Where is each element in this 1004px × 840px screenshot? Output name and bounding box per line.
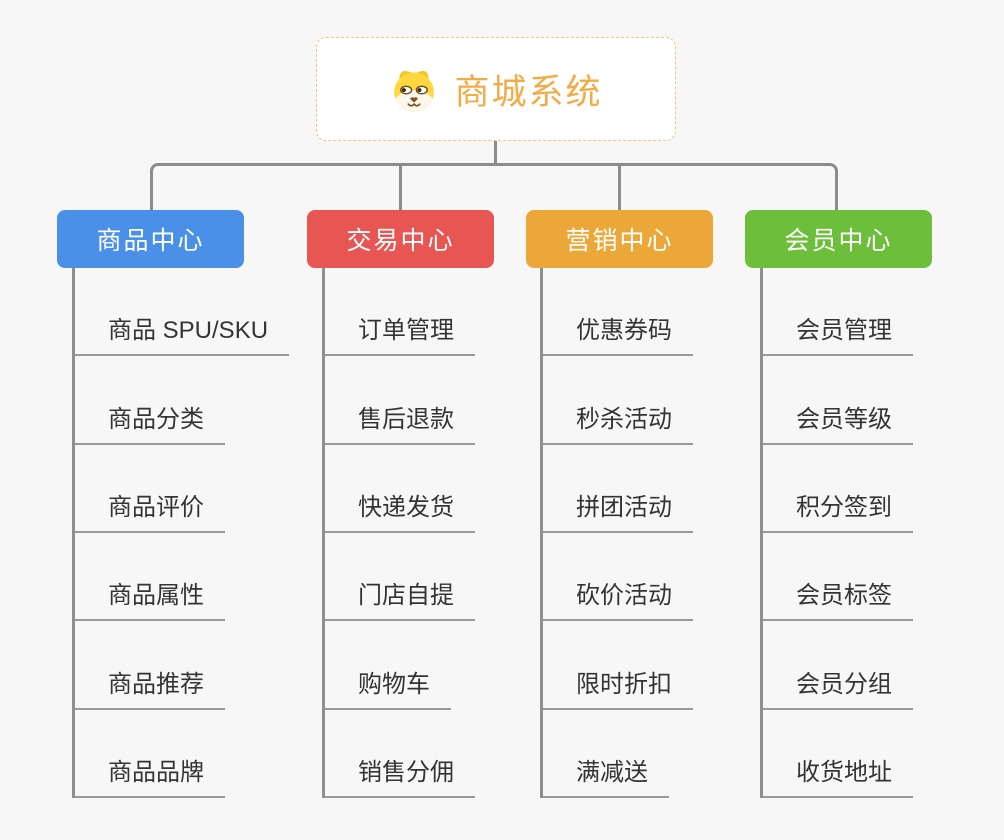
branch-header-label: 商品中心: [96, 227, 205, 255]
leaf-label: 拼团活动: [543, 487, 693, 533]
branch-drop-line-2: [399, 165, 402, 210]
leaf-node[interactable]: 快递发货: [325, 445, 552, 533]
root-node[interactable]: 商城系统: [316, 37, 676, 141]
leaf-label: 商品属性: [75, 575, 225, 622]
leaf-node[interactable]: 商品推荐: [75, 621, 302, 710]
leaf-node[interactable]: 砍价活动: [543, 533, 770, 622]
root-trunk-line: [494, 140, 497, 164]
branch-column-trade-center: 订单管理 售后退款 快递发货 门店自提 购物车 销售分佣: [322, 268, 552, 798]
leaf-label: 会员标签: [763, 575, 913, 622]
leaf-label: 砍价活动: [543, 575, 693, 622]
leaf-node[interactable]: 商品属性: [75, 533, 302, 622]
leaf-label: 会员分组: [763, 664, 913, 710]
leaf-node[interactable]: 拼团活动: [543, 445, 770, 533]
leaf-label: 销售分佣: [325, 752, 475, 798]
branch-column-marketing-center: 优惠券码 秒杀活动 拼团活动 砍价活动 限时折扣 满减送: [540, 268, 770, 798]
leaf-node[interactable]: 商品 SPU/SKU: [75, 268, 302, 357]
leaf-label: 满减送: [543, 752, 669, 798]
branch-drop-line-3: [618, 165, 621, 210]
leaf-label: 商品品牌: [75, 752, 225, 798]
branch-header-product-center[interactable]: 商品中心: [57, 210, 244, 268]
leaf-node[interactable]: 门店自提: [325, 533, 552, 622]
leaf-label: 售后退款: [325, 399, 475, 445]
leaf-label: 门店自提: [325, 575, 475, 622]
leaf-node[interactable]: 销售分佣: [325, 710, 552, 798]
branch-header-trade-center[interactable]: 交易中心: [307, 210, 494, 268]
branch-column-product-center: 商品 SPU/SKU 商品分类 商品评价 商品属性 商品推荐 商品品牌: [72, 268, 302, 798]
leaf-label: 快递发货: [325, 487, 475, 533]
branch-bus-line: [150, 163, 838, 210]
leaf-node[interactable]: 优惠券码: [543, 268, 770, 357]
leaf-node[interactable]: 订单管理: [325, 268, 552, 357]
leaf-node[interactable]: 秒杀活动: [543, 356, 770, 445]
branch-header-label: 营销中心: [565, 227, 674, 255]
leaf-node[interactable]: 商品评价: [75, 445, 302, 533]
branch-header-member-center[interactable]: 会员中心: [745, 210, 932, 268]
leaf-node[interactable]: 购物车: [325, 621, 552, 710]
branch-header-label: 会员中心: [784, 227, 893, 255]
leaf-label: 商品分类: [75, 399, 225, 445]
dog-face-icon: [389, 64, 439, 114]
leaf-label: 积分签到: [763, 487, 913, 533]
branch-header-label: 交易中心: [346, 227, 455, 255]
leaf-node[interactable]: 商品分类: [75, 356, 302, 445]
leaf-label: 会员管理: [763, 310, 913, 357]
leaf-node[interactable]: 满减送: [543, 710, 770, 798]
leaf-label: 订单管理: [325, 310, 475, 357]
leaf-node[interactable]: 会员标签: [763, 533, 990, 622]
leaf-label: 限时折扣: [543, 664, 693, 710]
leaf-label: 购物车: [325, 664, 451, 710]
leaf-node[interactable]: 售后退款: [325, 356, 552, 445]
leaf-label: 商品推荐: [75, 664, 225, 710]
leaf-node[interactable]: 限时折扣: [543, 621, 770, 710]
branch-header-marketing-center[interactable]: 营销中心: [526, 210, 713, 268]
leaf-node[interactable]: 收货地址: [763, 710, 990, 798]
leaf-node[interactable]: 商品品牌: [75, 710, 302, 798]
leaf-node[interactable]: 会员管理: [763, 268, 990, 357]
leaf-node[interactable]: 会员分组: [763, 621, 990, 710]
leaf-label: 收货地址: [763, 752, 913, 798]
leaf-label: 商品 SPU/SKU: [75, 310, 290, 357]
branch-column-member-center: 会员管理 会员等级 积分签到 会员标签 会员分组 收货地址: [760, 268, 990, 798]
leaf-label: 商品评价: [75, 487, 225, 533]
leaf-label: 秒杀活动: [543, 399, 693, 445]
leaf-node[interactable]: 积分签到: [763, 445, 990, 533]
leaf-label: 优惠券码: [543, 310, 693, 357]
leaf-node[interactable]: 会员等级: [763, 356, 990, 445]
root-title: 商城系统: [454, 72, 603, 112]
leaf-label: 会员等级: [763, 399, 913, 445]
